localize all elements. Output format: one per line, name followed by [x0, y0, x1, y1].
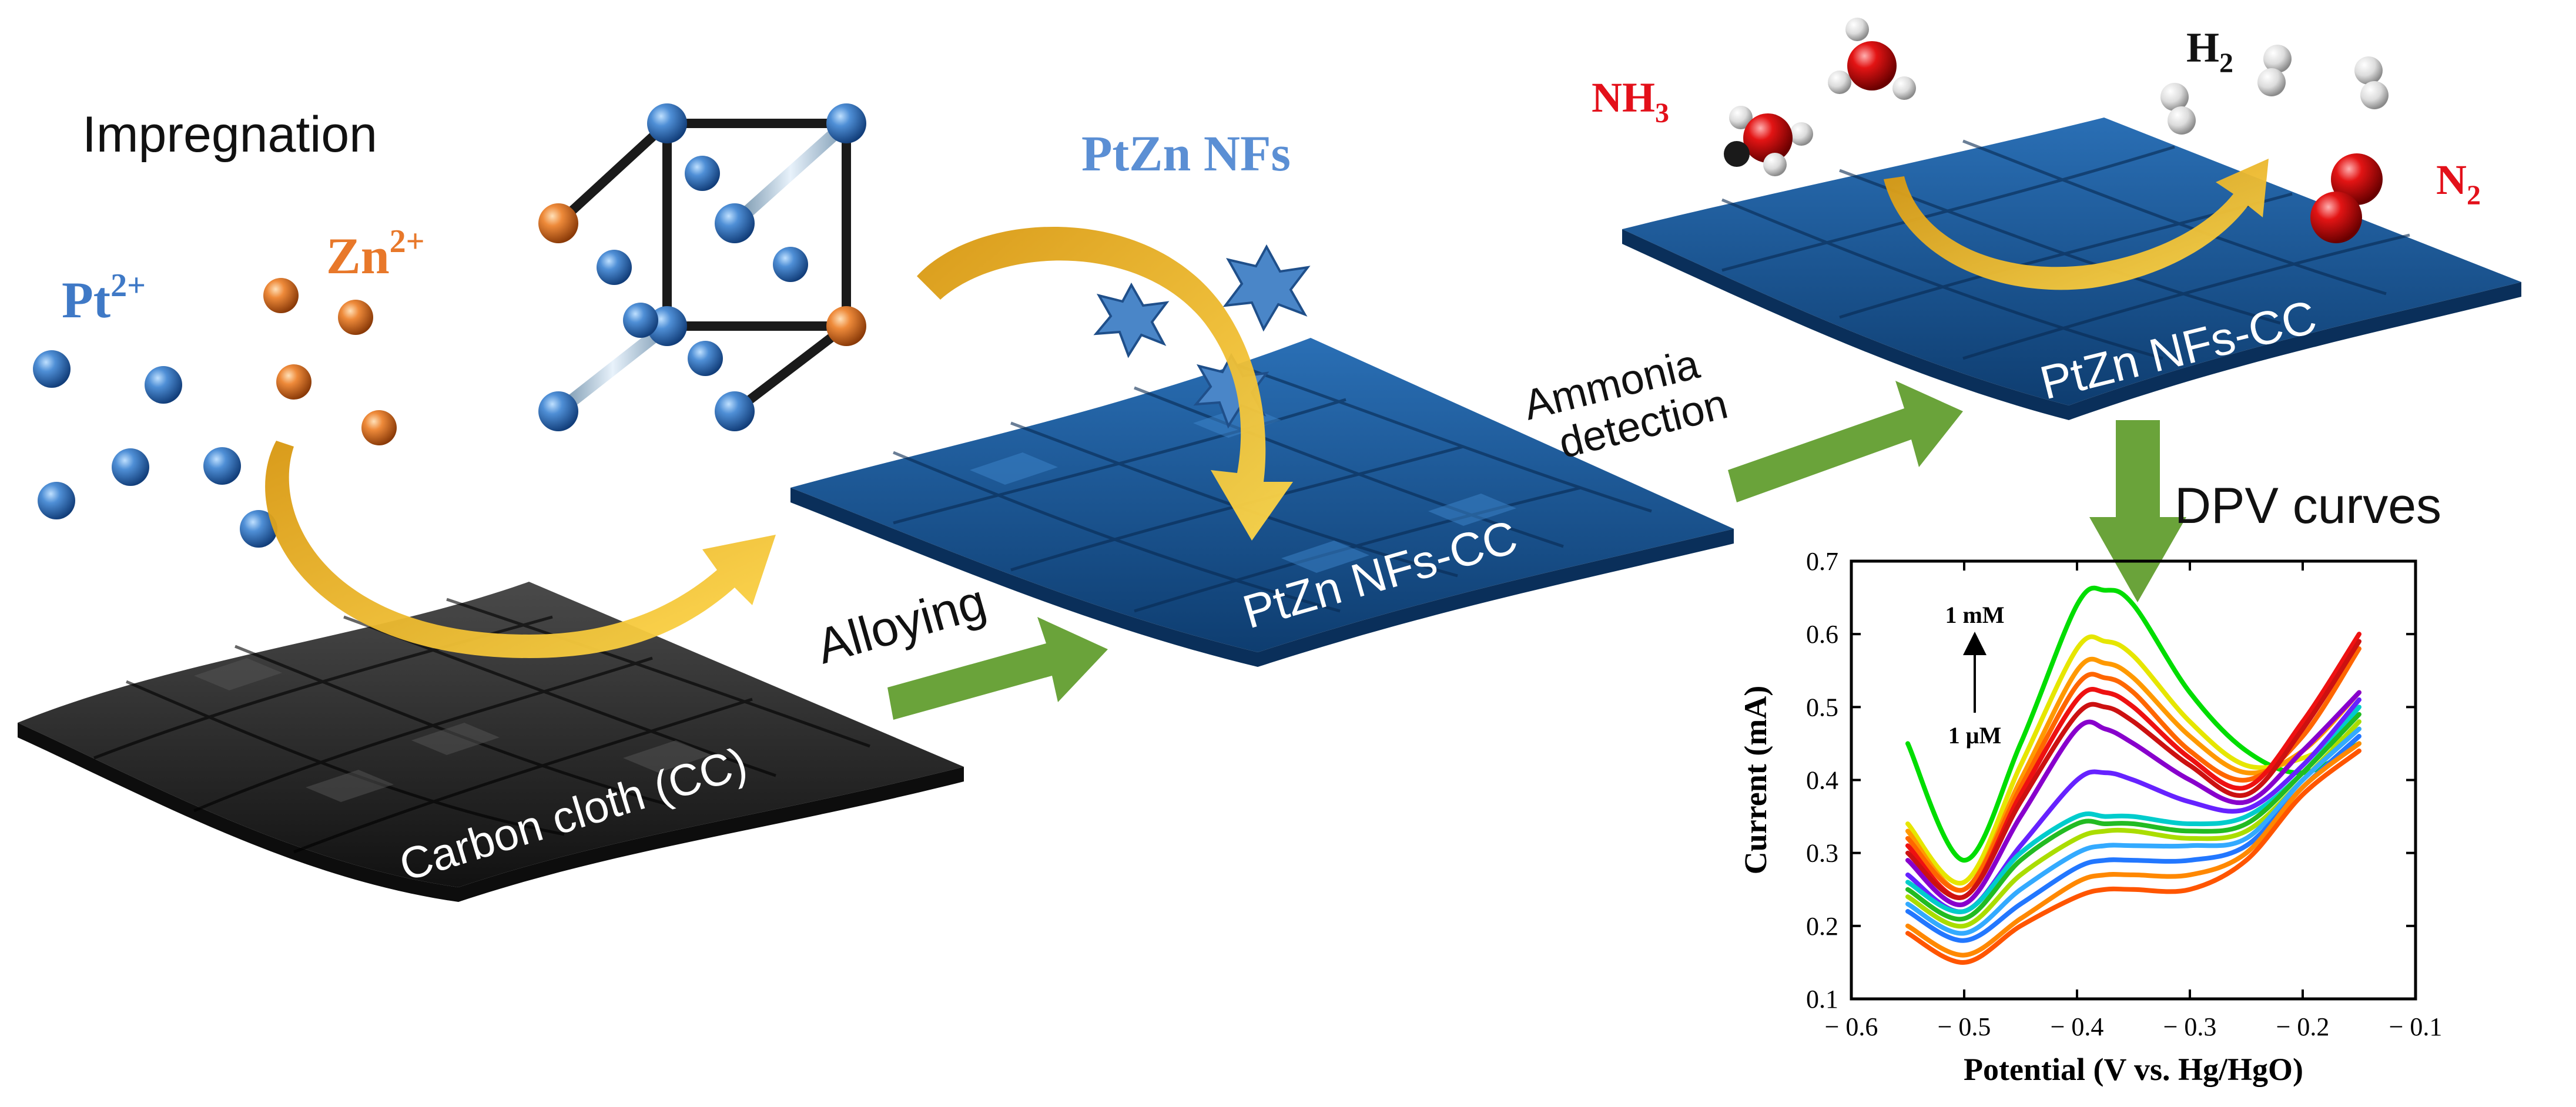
h2-molecule — [2257, 45, 2292, 96]
y-tick-label: 0.6 — [1806, 620, 1838, 649]
hydrogen-atom — [2168, 106, 2196, 135]
nanoflower-star — [1222, 244, 1311, 332]
alloying-label: Alloying — [810, 573, 992, 674]
hydrogen-atom — [1724, 141, 1750, 167]
h2-label: H2 — [2186, 24, 2233, 79]
x-tick-label: − 0.3 — [2163, 1012, 2217, 1041]
carbon-cloth — [18, 582, 964, 902]
x-tick-label: − 0.6 — [1825, 1012, 1878, 1041]
hydrogen-atom — [2354, 56, 2383, 85]
x-tick-label: − 0.5 — [1938, 1012, 1991, 1041]
green-arrow-alloying — [887, 617, 1108, 720]
zn-ion-sphere — [338, 300, 373, 335]
lattice-atom — [715, 391, 755, 431]
hydrogen-atom — [2263, 45, 2292, 73]
lattice-atom — [538, 391, 578, 431]
dpv-curve — [1905, 639, 2361, 900]
n2-molecule — [2310, 153, 2383, 243]
ptzn-nfs-label: PtZn NFs — [1081, 125, 1291, 182]
hydrogen-atom — [1892, 76, 1916, 100]
pt-ion-sphere — [240, 510, 277, 548]
y-tick-label: 0.7 — [1806, 547, 1838, 576]
zn-ion-sphere — [263, 278, 299, 313]
dpv-curves-label: DPV curves — [2175, 478, 2441, 534]
dpv-curve — [1905, 748, 2361, 965]
hydrogen-atom — [1845, 18, 1869, 41]
pt-ion-label: Pt2+ — [62, 267, 146, 329]
y-tick-label: 0.4 — [1806, 766, 1838, 795]
nitrogen-atom — [1847, 41, 1897, 90]
pt-ion-sphere — [38, 482, 75, 519]
annotation-top: 1 mM — [1945, 602, 2004, 628]
crystal-lattice — [538, 103, 866, 431]
lattice-atom — [685, 156, 720, 191]
lattice-atom — [715, 203, 755, 243]
x-tick-label: − 0.1 — [2389, 1012, 2443, 1041]
hydrogen-atom — [1763, 153, 1787, 176]
hydrogen-atom — [1729, 106, 1753, 129]
zn-ion-sphere — [276, 364, 311, 400]
annotation-bottom: 1 μM — [1948, 722, 2001, 749]
n2-label: N2 — [2436, 156, 2481, 211]
dpv-curve — [1905, 690, 2361, 907]
lattice-atom — [538, 203, 578, 243]
nitrogen-atom — [1743, 113, 1793, 163]
dpv-curve — [1905, 741, 2361, 958]
x-tick-label: − 0.4 — [2051, 1012, 2104, 1041]
pt-ion-cluster — [33, 350, 277, 548]
hydrogen-atom — [1790, 122, 1813, 146]
y-tick-label: 0.2 — [1806, 912, 1838, 941]
nh3-molecule — [1724, 106, 1813, 176]
zn-ion-label: Zn2+ — [326, 223, 425, 285]
ptzn-cloth-right — [1622, 118, 2521, 420]
nitrogen-atom — [2331, 153, 2383, 205]
impregnation-label: Impregnation — [82, 106, 377, 163]
pt-ion-sphere — [203, 447, 241, 485]
x-tick-label: − 0.2 — [2276, 1012, 2330, 1041]
h2-molecule — [2354, 56, 2389, 109]
dpv-curve — [1905, 726, 2361, 936]
lattice-atom — [688, 341, 723, 376]
green-arrow-ammonia — [1728, 381, 1963, 502]
lattice-atom — [826, 306, 866, 346]
y-tick-label: 0.3 — [1806, 839, 1838, 868]
pt-ion-sphere — [112, 448, 149, 486]
lattice-atom — [826, 103, 866, 143]
nh3-label: NH3 — [1592, 74, 1669, 129]
dpv-chart: − 0.6 − 0.5 − 0.4 − 0.3 − 0.2 − 0.1 0.1 0.2 0.3 0… — [1738, 547, 2442, 1087]
gold-arrow-loading — [917, 226, 1293, 541]
nanoflower-star — [1093, 282, 1170, 358]
x-axis-label: Potential (V vs. Hg/HgO) — [1964, 1052, 2303, 1087]
y-tick-label: 0.5 — [1806, 693, 1838, 722]
lattice-atom — [773, 247, 808, 282]
y-tick-label: 0.1 — [1806, 985, 1838, 1014]
h2-molecule — [2160, 83, 2196, 135]
hydrogen-atom — [2360, 81, 2389, 109]
pt-ion-sphere — [145, 366, 182, 404]
lattice-atom — [597, 250, 632, 285]
lattice-atom — [647, 103, 687, 143]
zn-ion-cluster — [263, 278, 397, 445]
hydrogen-atom — [2257, 68, 2286, 96]
lattice-atom — [623, 303, 658, 338]
zn-ion-sphere — [361, 410, 397, 445]
green-arrow-down — [2089, 420, 2186, 602]
nh3-molecule — [1828, 18, 1916, 100]
hydrogen-atom — [1828, 71, 1851, 94]
hydrogen-atom — [2160, 83, 2189, 111]
y-axis-label: Current (mA) — [1738, 686, 1773, 874]
pt-ion-sphere — [33, 350, 71, 388]
dpv-curve — [1905, 585, 2361, 863]
dpv-curve — [1905, 712, 2361, 922]
gold-arrow-reaction — [1884, 159, 2269, 290]
dpv-curve — [1905, 634, 2361, 886]
nitrogen-atom — [2310, 192, 2362, 243]
